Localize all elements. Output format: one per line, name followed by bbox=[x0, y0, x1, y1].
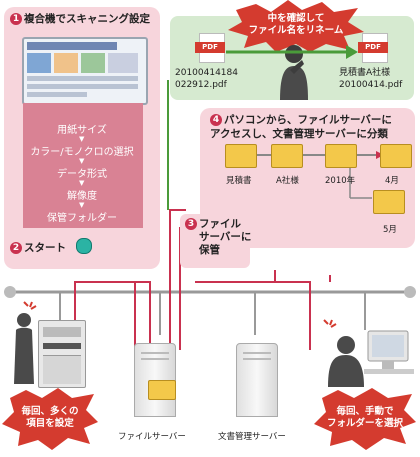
file-server-label: ファイルサーバー bbox=[118, 432, 186, 442]
right-burst-text: 毎回、手動で フォルダーを選択 bbox=[320, 406, 410, 430]
down-arrow-icon: ▼ bbox=[79, 135, 85, 143]
filename-line: 022912.pdf bbox=[175, 80, 227, 90]
left-burst-line: 毎回、多くの bbox=[21, 406, 79, 417]
pdf-badge: PDF bbox=[358, 42, 388, 53]
step-number-4: 4 bbox=[210, 114, 222, 126]
right-burst-line: フォルダーを選択 bbox=[326, 418, 403, 429]
rename-burst-text: 中を確認して ファイル名をリネーム bbox=[240, 13, 352, 37]
step-data-format: データ形式 bbox=[57, 169, 107, 180]
panel3-title-line: 保管 bbox=[199, 244, 220, 256]
folder-label-may: 5月 bbox=[383, 225, 397, 235]
panel1-title-text: 複合機でスキャニング設定 bbox=[24, 13, 150, 25]
document-server-icon[interactable] bbox=[236, 343, 278, 417]
right-burst-line: 毎回、手動で bbox=[336, 406, 394, 417]
explosion-burst bbox=[228, 0, 364, 52]
start-button-icon[interactable] bbox=[76, 238, 92, 254]
document-server-label: 文書管理サーバー bbox=[218, 432, 286, 442]
folder-icon[interactable] bbox=[380, 144, 412, 168]
start-label: スタート bbox=[24, 242, 66, 254]
folder-icon[interactable] bbox=[225, 144, 257, 168]
step-color-mode: カラー/モノクロの選択 bbox=[30, 147, 134, 158]
settings-step-list: 用紙サイズ カラー/モノクロの選択 データ形式 解像度 保管フォルダー ▼ ▼ … bbox=[23, 103, 143, 228]
folder-icon bbox=[148, 380, 176, 400]
step-number-3: 3 bbox=[185, 218, 197, 230]
operator-person-icon bbox=[14, 313, 34, 384]
pdf-file-icon: PDF bbox=[195, 33, 225, 63]
original-filename: 20100414184 022912.pdf bbox=[175, 67, 238, 91]
pdf-file-icon: PDF bbox=[358, 33, 388, 63]
folder-label-company-a: A社様 bbox=[276, 176, 299, 186]
filename-line: 見積書A社様 bbox=[339, 68, 391, 78]
panel3-title-line: サーバーに bbox=[199, 231, 252, 243]
filename-line: 20100414184 bbox=[175, 68, 238, 78]
frustration-mark-icon bbox=[23, 301, 37, 310]
rename-arrow-icon bbox=[226, 45, 358, 59]
down-arrow-icon: ▼ bbox=[79, 179, 85, 187]
left-burst-line: 項目を設定 bbox=[26, 418, 74, 429]
renamed-filename: 見積書A社様 20100414.pdf bbox=[339, 67, 402, 91]
panel4-title-line: パソコンから、ファイルサーバーに bbox=[224, 114, 392, 126]
left-burst-text: 毎回、多くの 項目を設定 bbox=[10, 406, 90, 430]
folder-icon[interactable] bbox=[373, 190, 405, 214]
frustration-mark-icon bbox=[323, 319, 337, 328]
folder-label-quotes: 見積書 bbox=[226, 176, 252, 186]
folder-icon[interactable] bbox=[271, 144, 303, 168]
right-burst bbox=[314, 388, 416, 450]
rename-burst-line: 中を確認して bbox=[267, 13, 325, 24]
control-panel-screen bbox=[22, 37, 148, 105]
down-arrow-icon: ▼ bbox=[79, 201, 85, 209]
person-thinking-icon bbox=[280, 45, 308, 100]
step-paper-size: 用紙サイズ bbox=[57, 125, 107, 136]
pdf-badge: PDF bbox=[195, 42, 225, 53]
rename-burst-line: ファイル名をリネーム bbox=[248, 25, 344, 36]
down-arrow-icon: ▼ bbox=[79, 157, 85, 165]
step-number-1: 1 bbox=[10, 13, 22, 25]
pc-user-icon bbox=[328, 330, 414, 387]
multifunction-printer-icon[interactable] bbox=[38, 320, 86, 388]
folder-icon[interactable] bbox=[325, 144, 357, 168]
step-resolution: 解像度 bbox=[67, 191, 97, 202]
folder-label-april: 4月 bbox=[385, 176, 399, 186]
left-burst bbox=[2, 388, 98, 450]
filename-line: 20100414.pdf bbox=[339, 80, 403, 90]
panel3-title-line: ファイル bbox=[199, 218, 241, 230]
folder-label-2010: 2010年 bbox=[325, 176, 356, 186]
panel4-title-line: アクセスし、文書管理サーバーに分類 bbox=[210, 128, 388, 140]
step-storage-folder: 保管フォルダー bbox=[47, 213, 117, 224]
step-number-2: 2 bbox=[10, 242, 22, 254]
